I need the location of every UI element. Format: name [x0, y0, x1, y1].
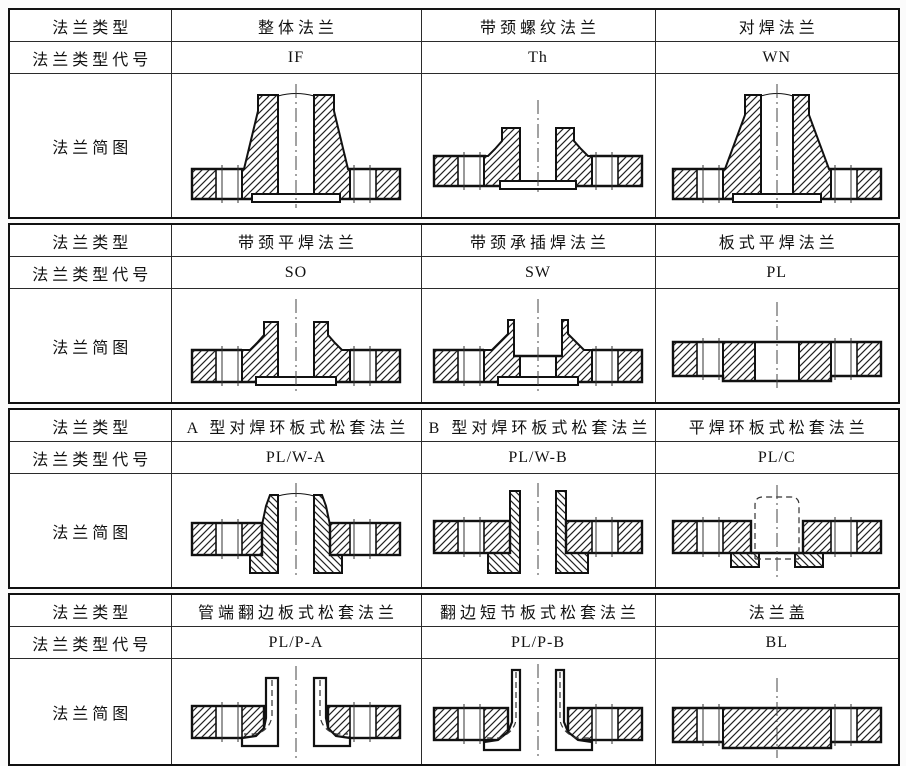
slip-on-neck-flange-section-icon: [190, 298, 402, 393]
loose-plate-flange-flared-pipe-end-section-icon: [190, 665, 402, 758]
diagram-cell: [170, 288, 422, 404]
diagram-cell: [170, 473, 422, 589]
loose-plate-flange-weld-ring-b-section-icon: [432, 482, 644, 579]
loose-plate-flange-lap-ring-section-icon: [671, 484, 882, 579]
row-label-code: 法兰类型代号: [8, 441, 172, 474]
flange-type-table: 法兰类型 整体法兰 带颈螺纹法兰 对焊法兰 法兰类型代号 IF Th WN 法兰…: [8, 8, 900, 766]
flange-type-name: 对焊法兰: [654, 8, 900, 42]
diagram-cell: [170, 658, 422, 766]
diagram-cell: [420, 288, 656, 404]
flange-type-name: B 型对焊环板式松套法兰: [420, 408, 656, 442]
flange-type-name: 整体法兰: [170, 8, 422, 42]
flange-group-1: 法兰类型 整体法兰 带颈螺纹法兰 对焊法兰 法兰类型代号 IF Th WN 法兰…: [8, 8, 900, 219]
flange-type-code: PL/W-A: [170, 441, 422, 474]
row-label-diagram: 法兰简图: [8, 658, 172, 766]
diagram-cell: [654, 473, 900, 589]
flange-type-name: 平焊环板式松套法兰: [654, 408, 900, 442]
diagram-cell: [420, 73, 656, 219]
flange-type-name: A 型对焊环板式松套法兰: [170, 408, 422, 442]
flange-type-code: BL: [654, 626, 900, 659]
plate-slip-on-flange-section-icon: [671, 301, 882, 392]
diagram-cell: [170, 73, 422, 219]
loose-plate-flange-flared-stub-section-icon: [432, 663, 644, 760]
flange-group-4: 法兰类型 管端翻边板式松套法兰 翻边短节板式松套法兰 法兰盖 法兰类型代号 PL…: [8, 593, 900, 766]
row-label-code: 法兰类型代号: [8, 41, 172, 74]
row-label-code: 法兰类型代号: [8, 626, 172, 659]
weld-neck-flange-section-icon: [671, 83, 882, 208]
row-label-type: 法兰类型: [8, 8, 172, 42]
flange-group-2: 法兰类型 带颈平焊法兰 带颈承插焊法兰 板式平焊法兰 法兰类型代号 SO SW …: [8, 223, 900, 404]
flange-type-code: IF: [170, 41, 422, 74]
diagram-cell: [420, 473, 656, 589]
blind-flange-section-icon: [671, 677, 882, 758]
flange-type-code: PL/C: [654, 441, 900, 474]
flange-type-name: 法兰盖: [654, 593, 900, 627]
loose-plate-flange-weld-ring-a-section-icon: [190, 482, 402, 579]
flange-type-code: PL: [654, 256, 900, 289]
row-label-code: 法兰类型代号: [8, 256, 172, 289]
row-label-type: 法兰类型: [8, 593, 172, 627]
flange-type-code: PL/W-B: [420, 441, 656, 474]
flange-type-code: PL/P-A: [170, 626, 422, 659]
flange-group-3: 法兰类型 A 型对焊环板式松套法兰 B 型对焊环板式松套法兰 平焊环板式松套法兰…: [8, 408, 900, 589]
flange-type-name: 翻边短节板式松套法兰: [420, 593, 656, 627]
flange-type-code: SW: [420, 256, 656, 289]
flange-type-name: 板式平焊法兰: [654, 223, 900, 257]
diagram-cell: [654, 288, 900, 404]
integral-flange-section-icon: [190, 83, 402, 208]
diagram-cell: [654, 658, 900, 766]
flange-type-code: PL/P-B: [420, 626, 656, 659]
flange-type-name: 带颈平焊法兰: [170, 223, 422, 257]
flange-type-code: SO: [170, 256, 422, 289]
flange-type-name: 管端翻边板式松套法兰: [170, 593, 422, 627]
diagram-cell: [654, 73, 900, 219]
flange-type-code: Th: [420, 41, 656, 74]
flange-type-name: 带颈承插焊法兰: [420, 223, 656, 257]
row-label-diagram: 法兰简图: [8, 473, 172, 589]
row-label-type: 法兰类型: [8, 408, 172, 442]
row-label-type: 法兰类型: [8, 223, 172, 257]
diagram-cell: [420, 658, 656, 766]
flange-type-code: WN: [654, 41, 900, 74]
row-label-diagram: 法兰简图: [8, 288, 172, 404]
threaded-neck-flange-section-icon: [432, 99, 644, 193]
row-label-diagram: 法兰简图: [8, 73, 172, 219]
flange-type-name: 带颈螺纹法兰: [420, 8, 656, 42]
socket-weld-neck-flange-section-icon: [432, 298, 644, 393]
